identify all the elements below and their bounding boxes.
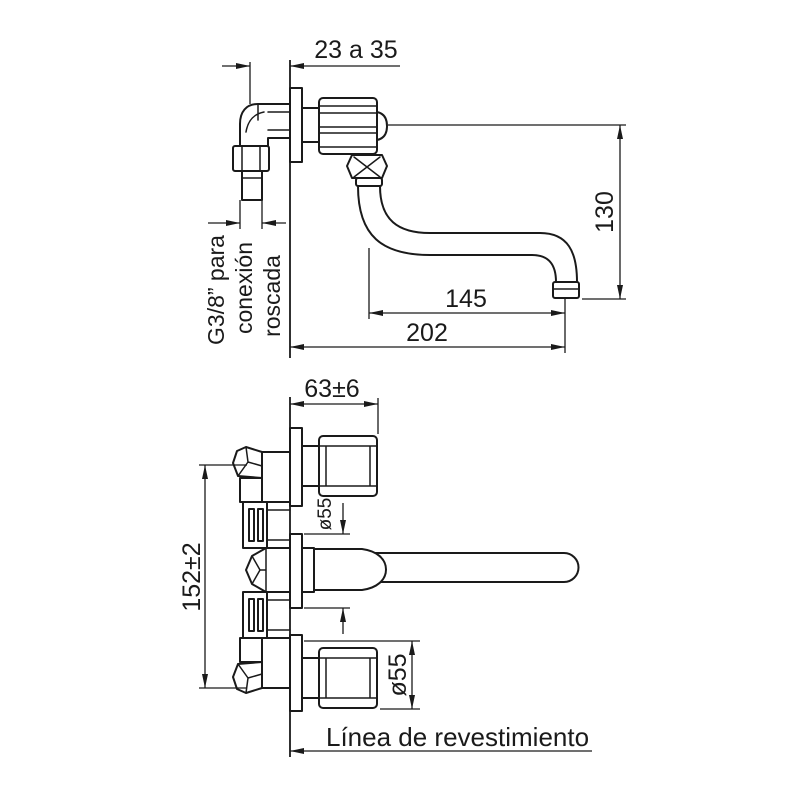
thread-note-line-2: conexión xyxy=(231,242,257,334)
dimension-label-wall-offset: 23 a 35 xyxy=(314,36,397,64)
threaded-inlet xyxy=(241,170,263,201)
dimension-thread: G3/8” para conexión roscada xyxy=(203,200,286,345)
dimension-center-distance: 152±2 xyxy=(178,464,247,689)
handle-stem xyxy=(301,107,320,143)
upper-tube-slot xyxy=(257,508,264,542)
spout-collar xyxy=(301,547,315,593)
dimension-length: 202 xyxy=(290,319,565,350)
dimension-label-reach: 145 xyxy=(445,285,487,313)
lower-tube-slot xyxy=(257,598,264,632)
escutcheon-plate-middle xyxy=(289,533,303,609)
handle-front-lower xyxy=(301,647,378,709)
center-fitting xyxy=(245,547,291,593)
upper-elbow-facets xyxy=(237,446,263,477)
spout-nut-facets xyxy=(353,156,381,178)
handle-knob xyxy=(318,647,378,709)
dimension-label-height: 130 xyxy=(591,191,619,233)
lower-elbow-neck xyxy=(239,637,263,663)
lower-elbow-body xyxy=(261,637,291,689)
center-fitting-facets xyxy=(251,547,267,593)
handle-knob-bands xyxy=(318,657,378,699)
dimension-label-center-distance: 152±2 xyxy=(178,542,206,611)
dimension-label-handle-projection: 63±6 xyxy=(304,375,359,403)
thread-note-line-3: roscada xyxy=(259,255,285,337)
dimension-escutcheon-diameter: ø55 xyxy=(304,498,350,634)
escutcheon-plate-upper xyxy=(289,427,303,507)
handle-stem xyxy=(301,445,320,487)
aerator xyxy=(552,281,580,299)
thread-note-line-1: G3/8” para xyxy=(203,235,229,345)
elbow-fitting-detail xyxy=(245,103,291,133)
dimension-label-length: 202 xyxy=(406,319,448,347)
handle-knob-bands xyxy=(318,445,378,487)
spout-pipe xyxy=(359,552,580,583)
dimension-handle-projection: 63±6 xyxy=(290,375,379,434)
upper-elbow-neck xyxy=(239,477,263,503)
front-elevation-view: 63±6 xyxy=(178,375,592,757)
handle-front-upper xyxy=(301,435,378,497)
dimension-label-escutcheon-diameter: ø55 xyxy=(315,498,336,531)
elbow-fitting xyxy=(239,103,291,147)
dimension-height: 130 xyxy=(388,124,626,300)
upper-tube-slot xyxy=(248,508,255,542)
upper-elbow-body xyxy=(261,451,291,503)
handle-knob xyxy=(318,435,378,497)
upper-tube-connectors xyxy=(266,509,291,541)
dimension-handle-diameter: ø55 xyxy=(304,640,420,710)
lower-tube-connectors xyxy=(266,599,291,631)
finish-line-callout: Línea de revestimiento xyxy=(290,722,592,754)
handle-cap xyxy=(376,111,388,141)
spout-pipe xyxy=(357,185,578,283)
spout-side xyxy=(346,154,580,299)
finish-line-label: Línea de revestimiento xyxy=(326,722,589,752)
handle-side xyxy=(301,97,388,155)
wall-connection-fitting xyxy=(232,103,291,201)
dimension-reach: 145 xyxy=(368,248,566,353)
spout-ring xyxy=(355,177,383,187)
escutcheon-plate-lower xyxy=(289,634,303,712)
hex-nut xyxy=(232,145,270,172)
dimension-wall-offset: 23 a 35 xyxy=(222,36,400,104)
dimension-label-handle-diameter: ø55 xyxy=(384,653,412,696)
lower-tube-slot xyxy=(248,598,255,632)
side-elevation-view: 23 a 35 G3/8” para conexión roscada 130 … xyxy=(203,36,626,358)
hex-nut-faces xyxy=(241,145,261,172)
spout-front xyxy=(301,547,580,593)
escutcheon-plate-side xyxy=(289,87,303,163)
handle-knob-bands xyxy=(318,105,378,148)
handle-stem xyxy=(301,657,320,699)
spout-base xyxy=(313,548,387,591)
valve-body xyxy=(232,446,291,694)
